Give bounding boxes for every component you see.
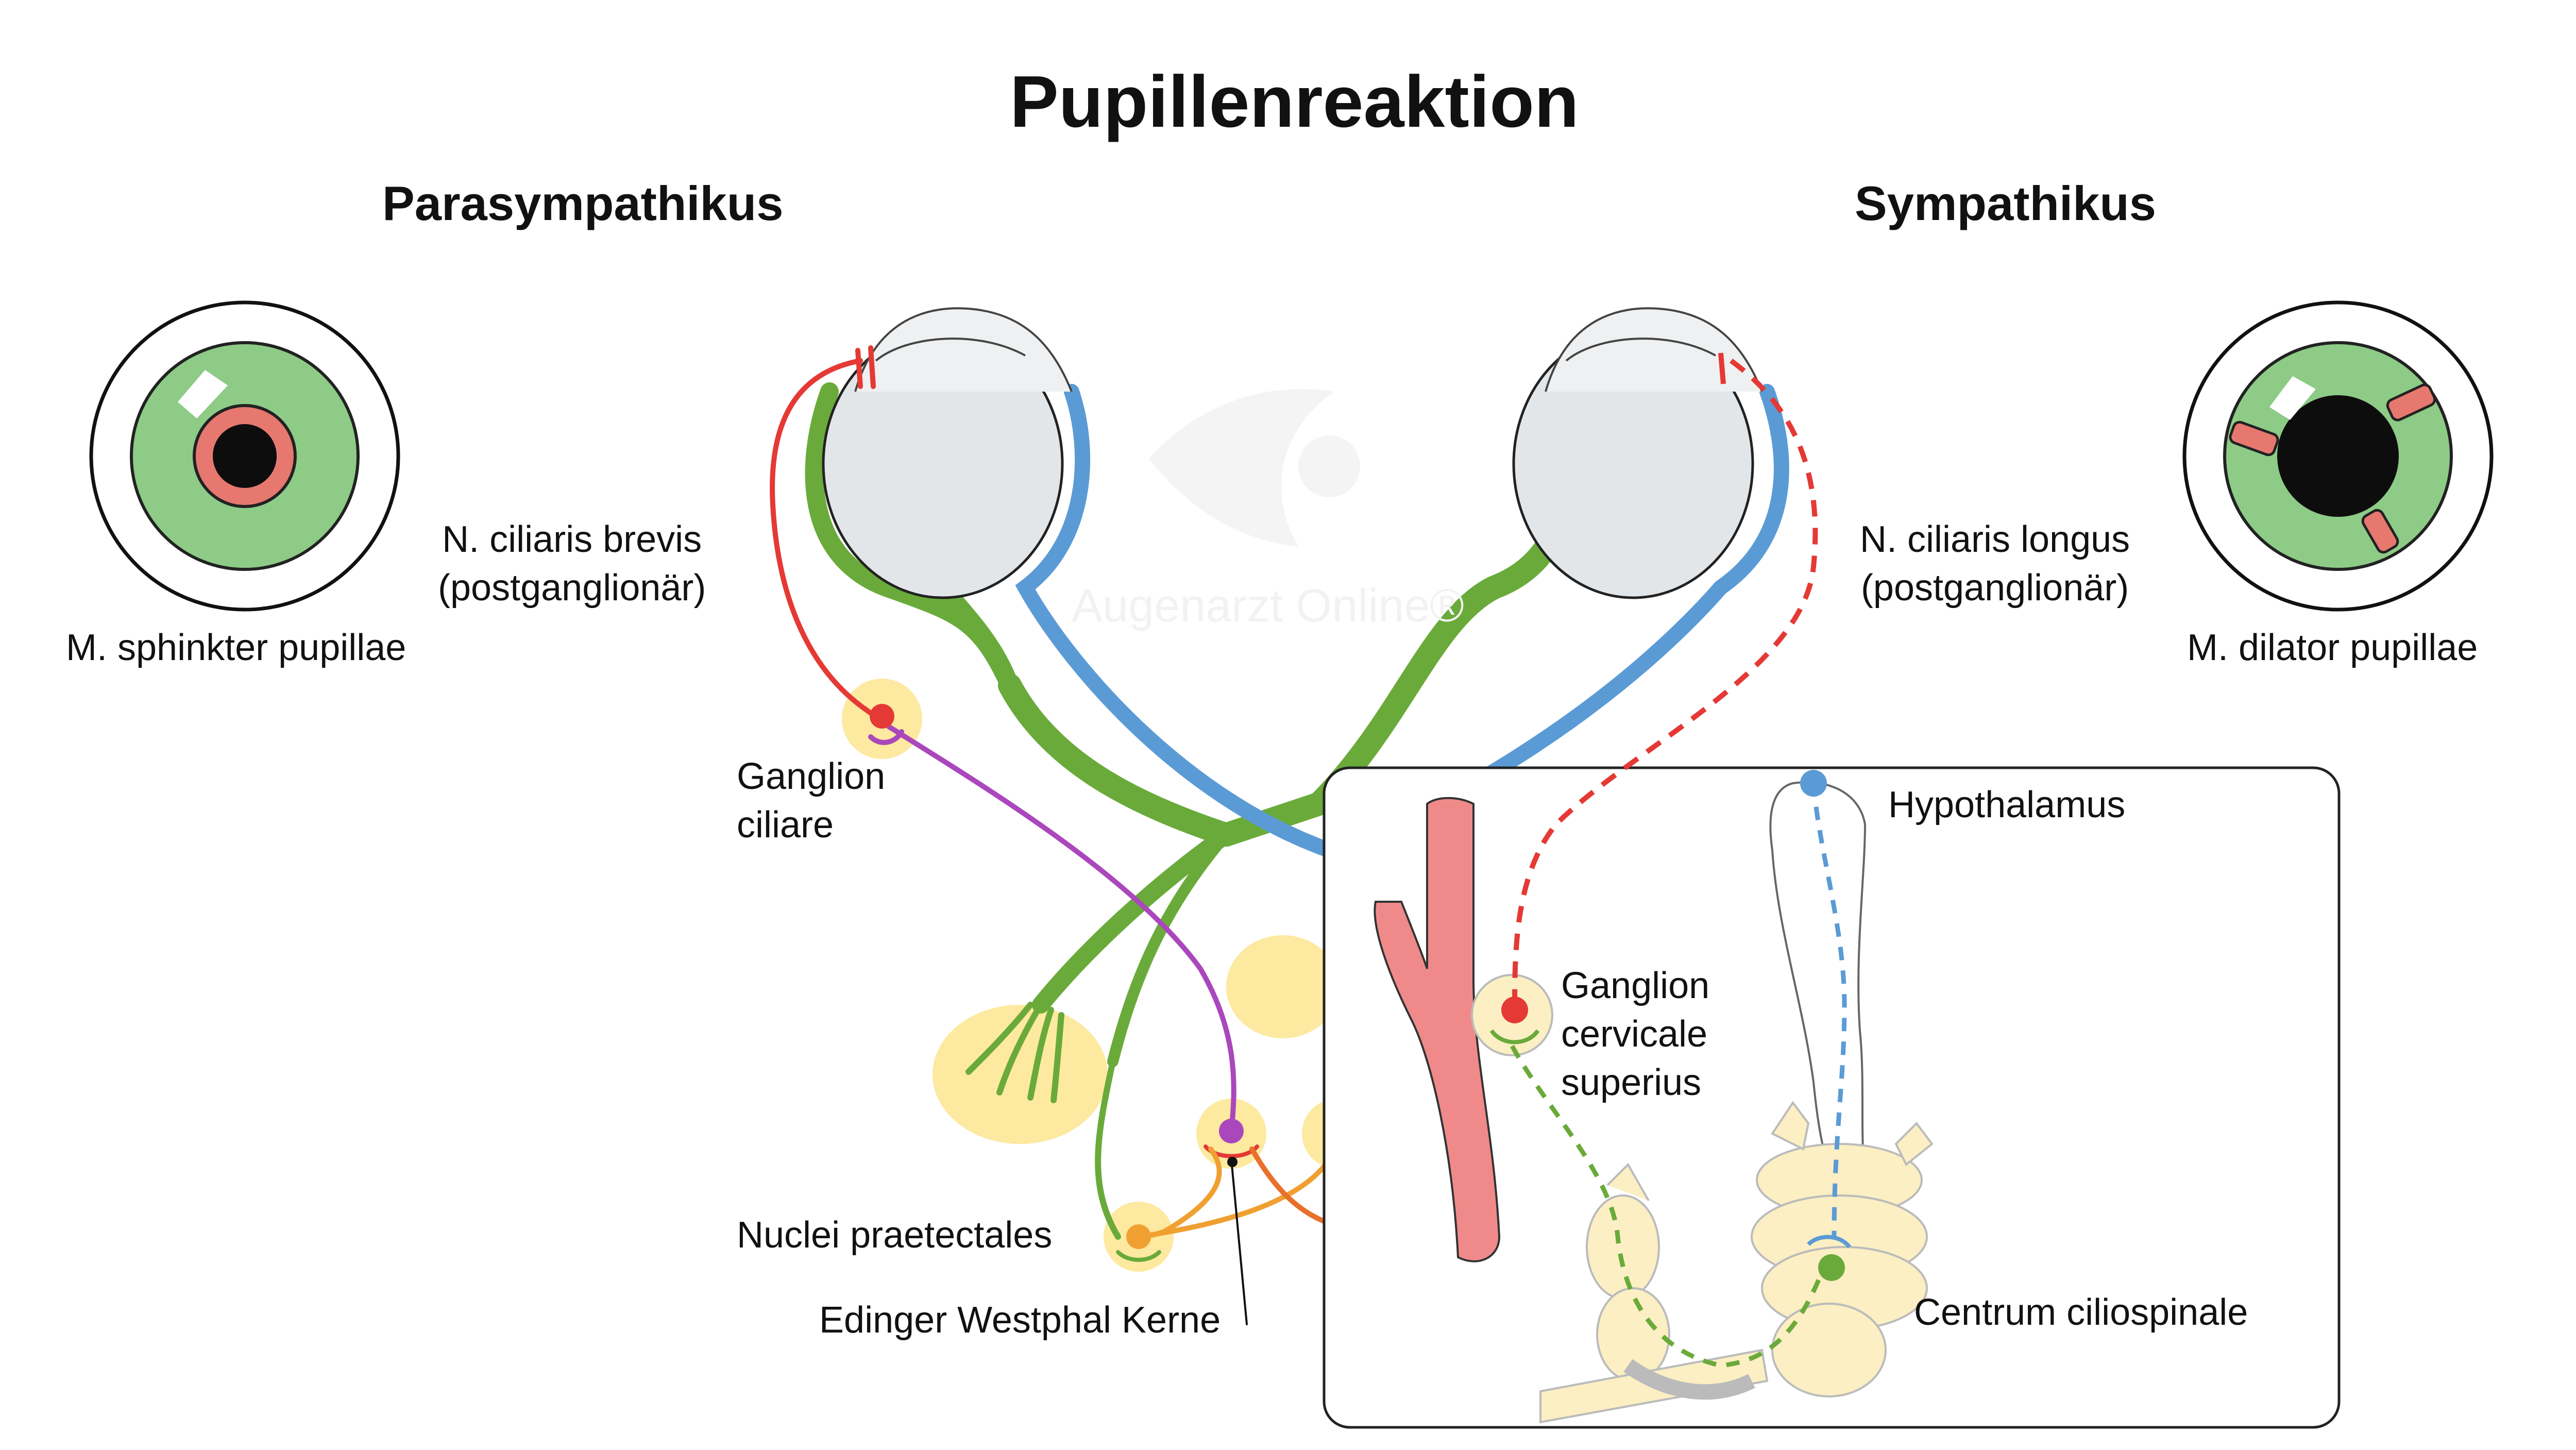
sympathetic-chain bbox=[1539, 1162, 1769, 1424]
label-centrum-ciliospinale: Centrum ciliospinale bbox=[1914, 1292, 2248, 1333]
preganglionic-sympathetic-fiber bbox=[1510, 1044, 1826, 1368]
eye-logo-icon bbox=[1149, 389, 1360, 546]
n-ciliaris-brevis-fiber bbox=[770, 358, 878, 719]
heading-sympathikus: Sympathikus bbox=[1855, 176, 2157, 230]
right-eye-front-view bbox=[2182, 300, 2494, 612]
heading-parasympathikus: Parasympathikus bbox=[382, 176, 784, 230]
label-m-sphinkter-pupillae: M. sphinkter pupillae bbox=[66, 627, 406, 668]
watermark: Augenarzt Online® bbox=[1072, 580, 1464, 632]
label-n-ciliaris-brevis: N. ciliaris brevis (postganglionär) bbox=[438, 519, 706, 609]
pointer-line bbox=[1230, 1158, 1248, 1325]
dilator-muscle-segment bbox=[2361, 509, 2399, 554]
parasympathetic-pathway bbox=[770, 345, 1342, 1325]
n-ciliaris-longus-fiber bbox=[1512, 358, 1818, 1010]
preganglionic-fiber bbox=[886, 724, 1236, 1134]
dilator-muscle-segment bbox=[2229, 420, 2279, 457]
label-edinger-westphal-kerne: Edinger Westphal Kerne bbox=[819, 1300, 1221, 1341]
spinal-segments bbox=[1751, 1101, 1934, 1397]
left-eye-highlight bbox=[178, 370, 228, 418]
left-eyeball bbox=[822, 307, 1073, 599]
brainstem-nuclei bbox=[842, 679, 1372, 1272]
label-hypothalamus: Hypothalamus bbox=[1888, 784, 2126, 825]
label-m-dilator-pupillae: M. dilator pupillae bbox=[2187, 627, 2478, 668]
label-n-ciliaris-longus: N. ciliaris longus (postganglionär) bbox=[1860, 519, 2130, 609]
hypothalamus-fiber bbox=[1811, 783, 1847, 1237]
label-nuclei-praetectales: Nuclei praetectales bbox=[737, 1215, 1053, 1256]
sympathetic-inset bbox=[1323, 352, 2341, 1429]
page-title: Pupillenreaktion bbox=[1010, 61, 1579, 143]
dilator-muscle-segment bbox=[2386, 383, 2436, 421]
left-eye-front-view bbox=[89, 300, 400, 612]
label-ganglion-ciliare: Ganglion ciliare bbox=[737, 756, 886, 846]
label-ganglion-cervicale-superius: Ganglion cervicale superius bbox=[1561, 965, 1710, 1103]
right-eyeball bbox=[1512, 307, 1763, 599]
